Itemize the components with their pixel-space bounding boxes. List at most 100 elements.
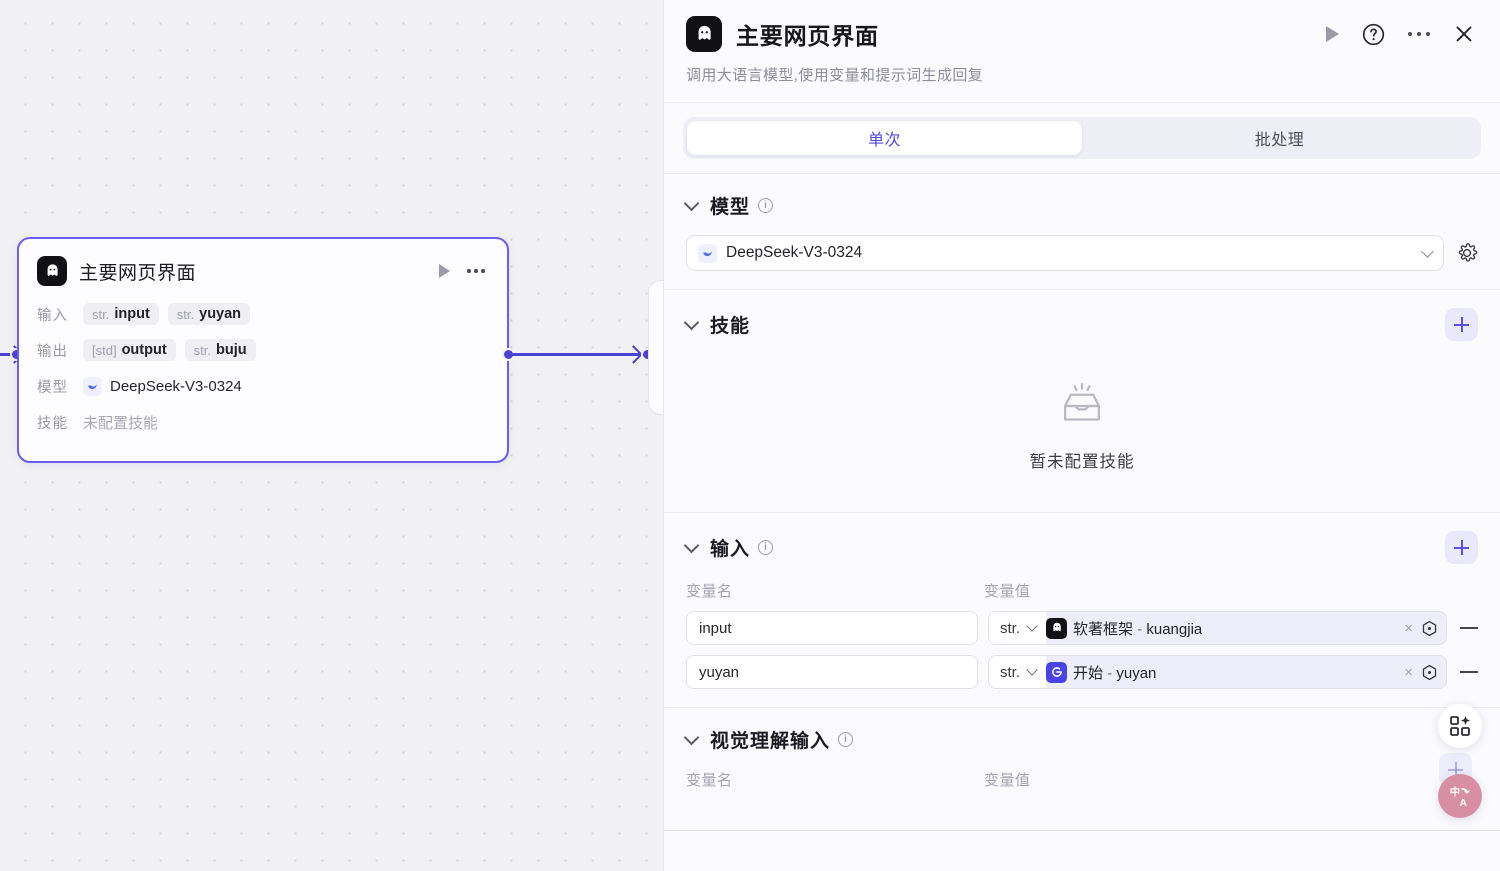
col-header-variable-name: 变量名: [686, 769, 984, 790]
page-title: 主要网页界面: [736, 17, 879, 51]
node-output-chip: str. buju: [185, 339, 256, 361]
deepseek-whale-icon: [83, 377, 102, 396]
input-row: str. 开始 - yuyan: [686, 655, 1478, 689]
variable-type-label: str.: [1000, 664, 1020, 681]
clear-reference-button[interactable]: ×: [1397, 664, 1420, 681]
svg-text:中: 中: [1450, 785, 1460, 798]
node-model-value: DeepSeek-V3-0324: [83, 377, 242, 396]
mascot-icon: [37, 256, 67, 286]
node-card-main-page[interactable]: 主要网页界面 输入 str. input str.: [17, 237, 509, 463]
section-model: 模型 i DeepSeek-V3-0324: [664, 173, 1500, 289]
close-icon: [1452, 22, 1476, 46]
reference-chip: 软著框架 - kuangjia: [1046, 618, 1202, 639]
chevron-down-icon: [1026, 664, 1037, 675]
node-skill-label: 技能: [37, 412, 83, 433]
variable-type-label: str.: [1000, 620, 1020, 637]
play-icon: [1326, 26, 1339, 42]
section-input: 输入 i 变量名 变量值 str.: [664, 512, 1500, 707]
run-button[interactable]: [1326, 26, 1339, 42]
node-skill-value: 未配置技能: [83, 412, 158, 433]
workflow-canvas[interactable]: 主要网页界面 输入 str. input str.: [0, 0, 663, 871]
node-outputs-label: 输出: [37, 340, 83, 361]
node-input-chip: str. input: [83, 303, 159, 325]
variable-picker-button[interactable]: [1420, 663, 1439, 682]
vision-table-header: 变量名 变量值: [686, 769, 1478, 790]
grid-sparkle-icon: [1448, 714, 1472, 738]
outgoing-edge: [512, 353, 642, 356]
variable-type-select[interactable]: str.: [989, 612, 1046, 644]
add-input-button[interactable]: [1445, 531, 1478, 564]
chevron-down-icon[interactable]: [684, 196, 700, 212]
section-model-title: 模型: [710, 192, 750, 219]
info-icon[interactable]: i: [758, 540, 773, 555]
chevron-down-icon[interactable]: [684, 730, 700, 746]
panel-header: 主要网页界面: [664, 0, 1500, 85]
chevron-down-icon[interactable]: [684, 315, 700, 331]
close-button[interactable]: [1452, 22, 1476, 46]
variable-picker-button[interactable]: [1420, 619, 1439, 638]
variable-name-input[interactable]: [686, 611, 978, 645]
model-settings-button[interactable]: [1456, 242, 1478, 264]
input-row: str. 软著框架 - kuang: [686, 611, 1478, 645]
col-header-variable-name: 变量名: [686, 580, 984, 601]
skill-empty-text: 暂未配置技能: [1030, 448, 1135, 472]
variable-reference-area[interactable]: 开始 - yuyan ×: [1046, 656, 1446, 688]
node-model-label: 模型: [37, 376, 83, 397]
variable-type-select[interactable]: str.: [989, 656, 1046, 688]
tab-batch[interactable]: 批处理: [1082, 121, 1477, 155]
magic-grid-button[interactable]: [1438, 704, 1482, 748]
input-table-header: 变量名 变量值: [686, 580, 1478, 601]
translate-button[interactable]: 中 A: [1438, 774, 1482, 818]
reference-label: 开始 - yuyan: [1073, 662, 1156, 683]
node-header: 主要网页界面: [19, 239, 507, 286]
node-more-button[interactable]: [467, 269, 485, 273]
mascot-icon: [1046, 618, 1067, 639]
section-skill: 技能 暂未配置技能: [664, 289, 1500, 512]
tab-single[interactable]: 单次: [687, 121, 1082, 155]
node-detail-panel: 主要网页界面: [663, 0, 1500, 871]
node-row-skill: 技能 未配置技能: [37, 404, 489, 440]
variable-value-box[interactable]: str. 软著框架 - kuang: [988, 611, 1447, 645]
more-icon: [1408, 32, 1430, 36]
info-icon[interactable]: i: [838, 732, 853, 747]
node-row-inputs: 输入 str. input str. yuyan: [37, 296, 489, 332]
model-select[interactable]: DeepSeek-V3-0324: [686, 235, 1444, 271]
chevron-down-icon[interactable]: [684, 538, 700, 554]
variable-reference-area[interactable]: 软著框架 - kuangjia ×: [1046, 612, 1446, 644]
variable-value-box[interactable]: str. 开始 - yuyan: [988, 655, 1447, 689]
svg-text:A: A: [1459, 798, 1467, 809]
node-body: 输入 str. input str. yuyan 输出 [std] output: [19, 286, 507, 440]
node-card-partial-next[interactable]: [648, 280, 663, 415]
mascot-icon: [686, 16, 722, 52]
remove-input-row-button[interactable]: [1460, 627, 1478, 629]
panel-tabs: 单次 批处理: [664, 102, 1500, 173]
col-header-variable-value: 变量值: [984, 769, 1031, 790]
translate-icon: 中 A: [1447, 783, 1473, 809]
more-button[interactable]: [1408, 32, 1430, 36]
chevron-down-icon: [1421, 245, 1434, 258]
panel-subtitle: 调用大语言模型,使用变量和提示词生成回复: [686, 64, 1478, 85]
outgoing-edge-arrow: [624, 345, 642, 363]
node-input-chip: str. yuyan: [168, 303, 250, 325]
section-skill-title: 技能: [710, 311, 750, 338]
clear-reference-button[interactable]: ×: [1397, 620, 1420, 637]
add-skill-button[interactable]: [1445, 308, 1478, 341]
node-actions: [439, 264, 489, 278]
info-icon[interactable]: i: [758, 198, 773, 213]
more-icon: [467, 269, 485, 273]
panel-bottom-divider: [664, 830, 1500, 831]
node-output-chip: [std] output: [83, 339, 176, 361]
model-select-value: DeepSeek-V3-0324: [726, 244, 862, 262]
hexagon-dot-icon: [1420, 619, 1439, 638]
node-row-outputs: 输出 [std] output str. buju: [37, 332, 489, 368]
section-input-title: 输入: [710, 534, 750, 561]
hexagon-dot-icon: [1420, 663, 1439, 682]
reference-label: 软著框架 - kuangjia: [1073, 618, 1202, 639]
node-run-button[interactable]: [439, 264, 450, 278]
remove-input-row-button[interactable]: [1460, 671, 1478, 673]
variable-name-input[interactable]: [686, 655, 978, 689]
start-node-icon: [1046, 662, 1067, 683]
help-button[interactable]: [1361, 22, 1386, 47]
play-icon: [439, 264, 450, 278]
